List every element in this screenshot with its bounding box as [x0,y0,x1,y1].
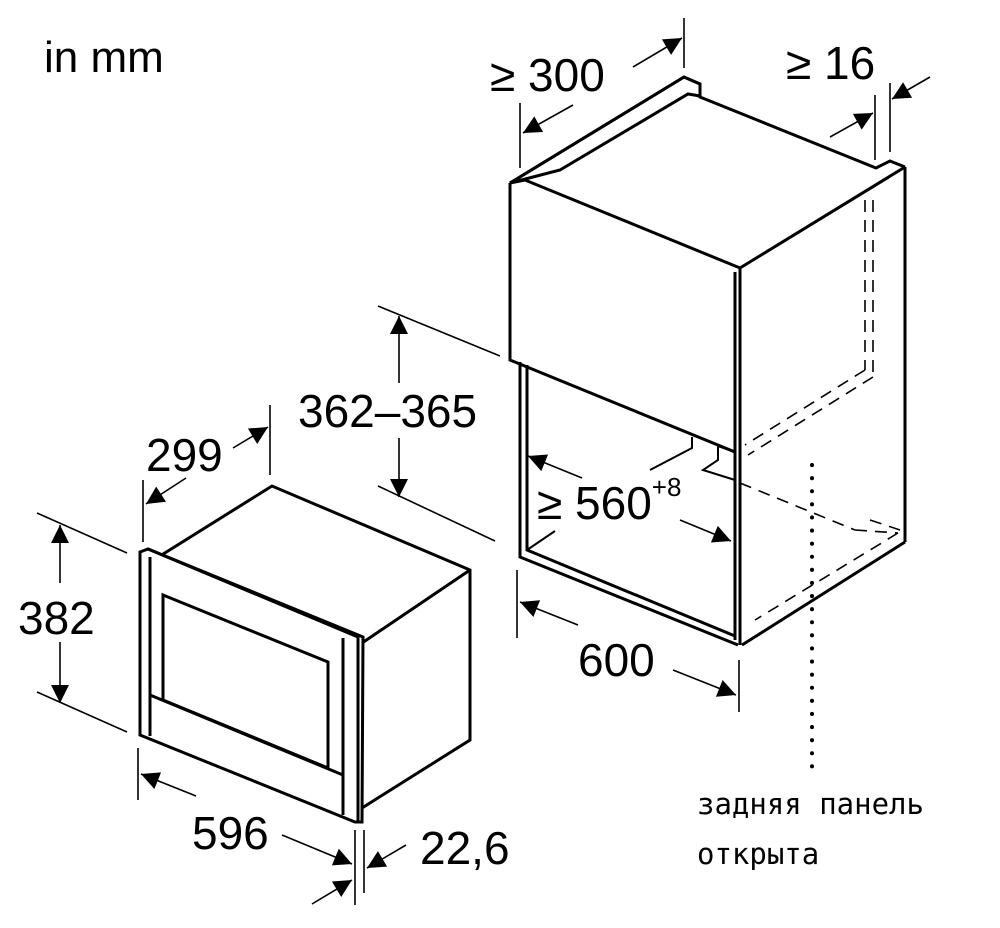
microwave [138,484,472,824]
dim-appliance-depth: 299 [146,429,223,481]
dim-front-thickness: 22,6 [420,822,510,874]
dim-cabinet-width: 600 [578,634,655,686]
dim-rear-gap: ≥ 16 [786,37,876,89]
dimension-lines [36,18,931,905]
dim-niche-width: ≥ 560+8 [537,474,681,529]
hidden-edges [739,200,901,621]
cabinet [508,75,907,647]
dim-niche-depth: ≥ 300 [490,49,605,101]
dim-appliance-height: 382 [18,592,95,644]
open-back-label-line1: задняя панель [697,787,924,821]
dim-niche-height: 362–365 [298,385,478,437]
dim-appliance-width: 596 [192,807,269,859]
dim-niche-width-tolerance: +8 [651,472,682,502]
dim-niche-width-value: ≥ 560 [537,477,652,529]
units-label: in mm [44,33,164,82]
open-back-label-line2: открыта [697,837,820,871]
